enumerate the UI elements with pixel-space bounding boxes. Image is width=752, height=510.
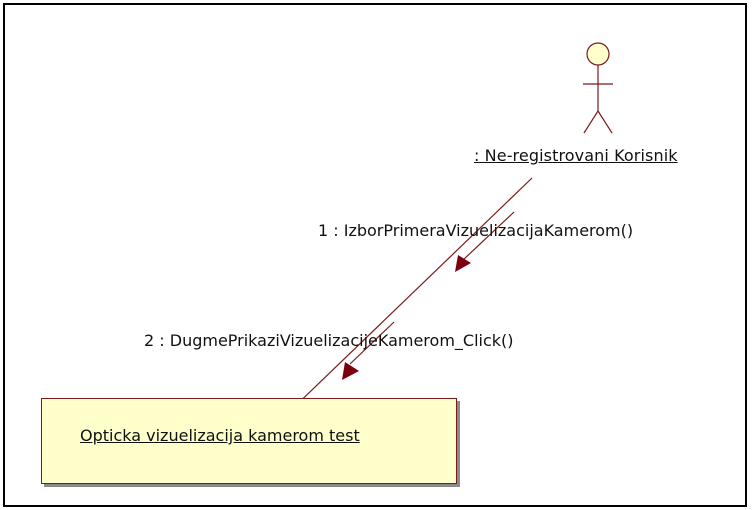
actor-right-leg bbox=[597, 110, 613, 134]
message-1-arrow[interactable] bbox=[455, 211, 515, 272]
message-1-arrow-shaft bbox=[462, 211, 515, 261]
object-box[interactable] bbox=[41, 398, 457, 484]
actor-head bbox=[586, 42, 610, 66]
message-2-arrow[interactable] bbox=[342, 321, 395, 380]
actor-left-leg bbox=[583, 110, 599, 134]
actor-label[interactable]: : Ne-registrovani Korisnik bbox=[474, 146, 678, 165]
association-link[interactable] bbox=[286, 177, 533, 415]
message-2-arrow-shaft bbox=[349, 321, 395, 365]
message-2-label[interactable]: 2 : DugmePrikaziVizuelizacijeKamerom_Cli… bbox=[144, 331, 514, 350]
actor-icon bbox=[583, 42, 613, 134]
message-2-arrowhead bbox=[342, 362, 359, 380]
message-1-label[interactable]: 1 : IzborPrimeraVizuelizacijaKamerom() bbox=[318, 221, 634, 240]
message-1-arrowhead bbox=[455, 255, 471, 272]
object-label[interactable]: Opticka vizuelizacija kamerom test bbox=[80, 426, 360, 445]
